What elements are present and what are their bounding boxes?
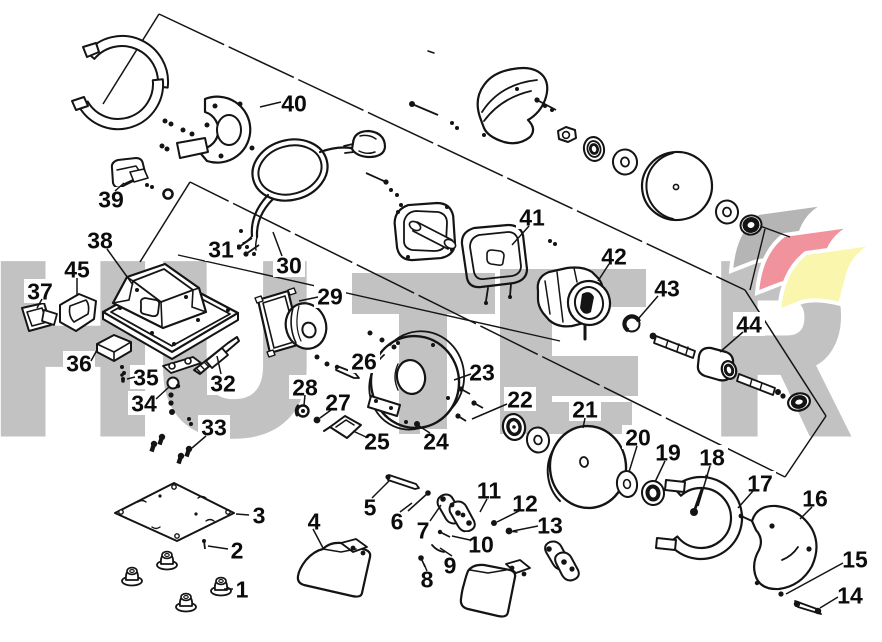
svg-text:41: 41 (519, 205, 545, 231)
svg-text:18: 18 (699, 445, 725, 471)
svg-text:13: 13 (537, 513, 563, 539)
svg-text:24: 24 (423, 429, 449, 455)
svg-text:37: 37 (27, 279, 53, 305)
svg-text:26: 26 (351, 349, 377, 375)
svg-text:11: 11 (477, 478, 502, 504)
svg-text:4: 4 (308, 509, 321, 535)
svg-text:1: 1 (236, 577, 249, 603)
svg-text:7: 7 (417, 518, 430, 544)
svg-text:6: 6 (391, 509, 404, 535)
svg-text:40: 40 (281, 91, 307, 117)
svg-text:42: 42 (601, 244, 627, 270)
svg-text:39: 39 (98, 187, 124, 213)
svg-text:38: 38 (87, 228, 113, 254)
svg-text:9: 9 (444, 553, 457, 579)
svg-text:35: 35 (133, 365, 159, 391)
svg-text:44: 44 (736, 312, 762, 338)
svg-text:30: 30 (276, 253, 302, 279)
svg-text:15: 15 (842, 547, 868, 573)
svg-text:34: 34 (131, 391, 157, 417)
svg-text:19: 19 (655, 440, 681, 466)
svg-text:29: 29 (317, 284, 343, 310)
svg-text:25: 25 (364, 429, 390, 455)
svg-text:32: 32 (210, 371, 236, 397)
svg-text:23: 23 (469, 360, 495, 386)
svg-text:8: 8 (421, 567, 434, 593)
svg-text:2: 2 (231, 538, 244, 564)
svg-text:31: 31 (208, 237, 234, 263)
svg-text:43: 43 (654, 276, 680, 302)
svg-text:22: 22 (507, 387, 533, 413)
svg-text:20: 20 (625, 425, 651, 451)
svg-text:14: 14 (837, 583, 863, 609)
svg-text:10: 10 (468, 532, 494, 558)
svg-text:3: 3 (253, 503, 266, 529)
svg-text:5: 5 (364, 495, 377, 521)
svg-text:36: 36 (66, 351, 92, 377)
svg-text:16: 16 (802, 486, 828, 512)
